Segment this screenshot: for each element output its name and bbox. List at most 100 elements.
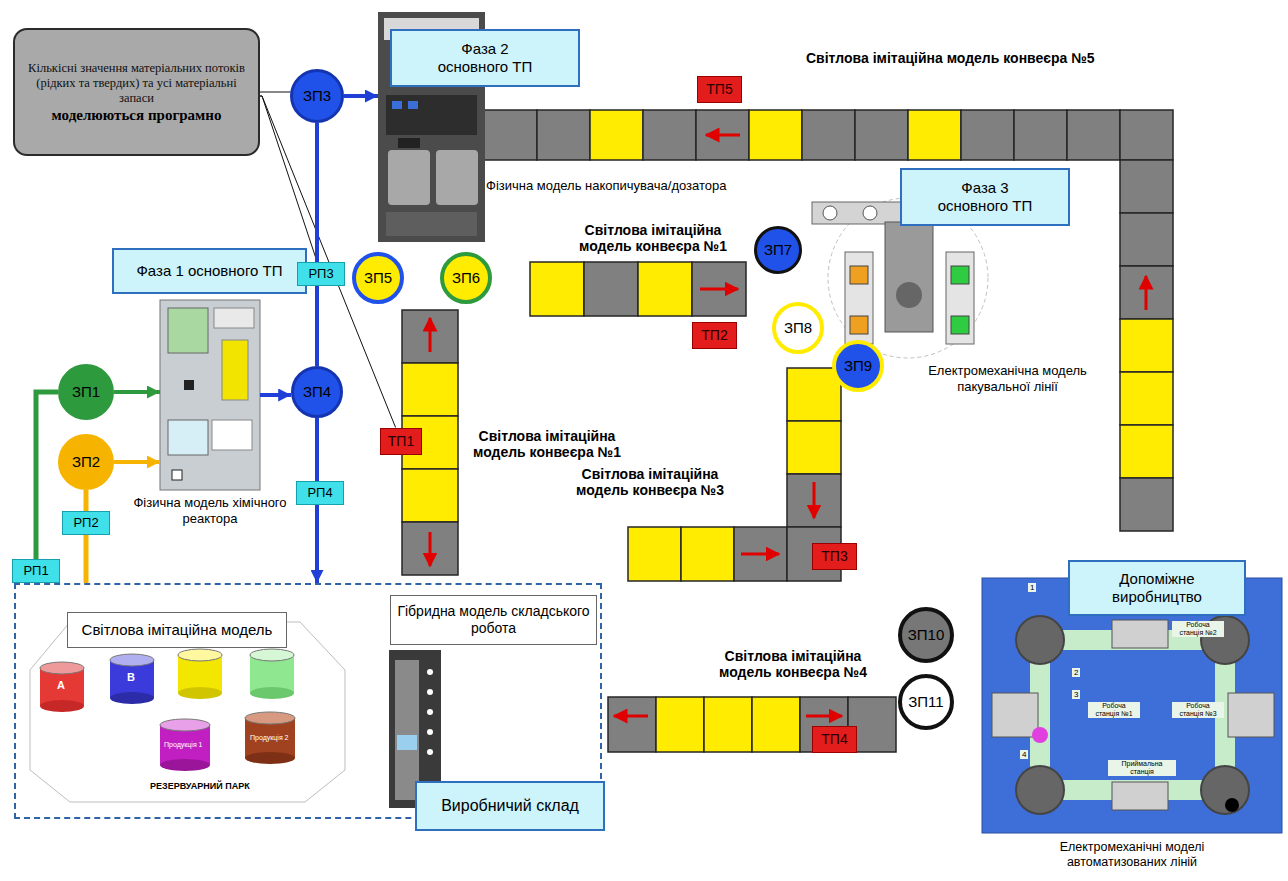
device-part: [392, 101, 402, 109]
direction-arrow: [700, 288, 738, 291]
device-part: [408, 101, 418, 109]
node-text: РП2: [73, 515, 98, 531]
node-text: Гібридна модель складського робота: [395, 603, 592, 637]
device-photo-area: Фізична модель накопичувача/дозатора: [378, 12, 485, 242]
conveyor-cell: [908, 110, 961, 160]
circle-shape: [900, 676, 952, 728]
circle-shape: [756, 228, 801, 273]
device-photo: [160, 300, 260, 490]
aux-wheel: [1016, 766, 1064, 814]
stock-circle: ЗП4: [291, 366, 343, 418]
conveyor-cell: [1120, 110, 1173, 160]
conveyor-cell: [537, 110, 590, 160]
conveyor-cell: [638, 262, 692, 316]
stock-circle: ЗП9: [832, 340, 884, 392]
tank-label: Продукція 1: [164, 741, 203, 749]
aux-station: [1228, 693, 1274, 737]
flow-pipe: [114, 390, 160, 394]
direction-arrow: [429, 532, 432, 566]
stock-circle: ЗП6: [440, 252, 492, 304]
robot-part: [427, 729, 433, 735]
model-box: Гібридна модель складського робота: [390, 595, 597, 645]
aux-wheel: [1201, 766, 1249, 814]
callout-number: 3: [1072, 690, 1080, 699]
flow-pipe: [315, 123, 319, 366]
tank-label: B: [127, 671, 135, 684]
stock-circle: ЗП7: [754, 226, 802, 274]
model-box: Світлова імітаційна модель: [67, 612, 287, 648]
conveyor-cell: [1120, 372, 1173, 425]
callout-number: 4: [1020, 750, 1028, 759]
conveyor-cell: [1014, 110, 1067, 160]
tank: [178, 649, 222, 661]
packaging-chute: [845, 252, 873, 344]
device-photo-area: Електромеханічна модель пакувальної ліні…: [808, 195, 1008, 355]
direction-arrow: [1145, 276, 1148, 310]
conveyor-cell: [696, 110, 749, 160]
tank-label: Продукція 2: [250, 734, 289, 742]
stock-circle: ЗП10: [898, 607, 954, 663]
device-part: [388, 150, 430, 205]
node-text: РП3: [308, 266, 333, 282]
flow-pipe: [260, 393, 291, 397]
node-text: Допоміжне виробництво: [1095, 570, 1220, 606]
station-label: Робоча станція №1: [1088, 702, 1140, 718]
aux-wheel: [1016, 616, 1064, 664]
phase-box: Допоміжне виробництво: [1068, 560, 1246, 616]
node-text: ЗП10: [908, 626, 945, 644]
tank-park-outline: [30, 622, 345, 802]
aux-ball: [1032, 727, 1048, 743]
device-part: [398, 138, 420, 148]
aux-track: [1040, 640, 1225, 790]
product-box: [850, 266, 868, 284]
conveyor-cell: [484, 110, 537, 160]
warehouse-region: Виробничий складСвітлова імітаційна моде…: [14, 583, 602, 819]
conveyor-cell: [590, 110, 643, 160]
flow-tag: РП4: [296, 481, 344, 505]
circle-shape: [834, 342, 882, 390]
conveyor-cell: [1120, 213, 1173, 266]
node-text: ТП2: [701, 327, 727, 344]
conveyor-cell: [800, 697, 848, 752]
circle-shape: [293, 368, 342, 417]
conveyor-label: Світлова імітаційна модель конвеєра №1: [466, 428, 628, 460]
product-box: [951, 266, 969, 284]
conveyor-cell: [681, 527, 734, 581]
park-label: РЕЗЕРВУАРНИЙ ПАРК: [150, 781, 250, 791]
flow-pipe: [344, 94, 378, 98]
conveyor-cell: [855, 110, 908, 160]
node-text: ЗП1: [72, 383, 100, 401]
conveyor-cell: [787, 421, 841, 474]
node-text: ТП3: [821, 548, 847, 565]
conveyor-cell: [643, 110, 696, 160]
conveyor-cell: [656, 697, 704, 752]
device-part: [214, 308, 254, 328]
node-text: ЗП11: [908, 693, 943, 711]
stock-circle: ЗП11: [898, 674, 954, 730]
packaging-part: [896, 282, 922, 308]
tank: [250, 687, 294, 699]
packaging-part: [823, 206, 837, 220]
conveyor-cell: [402, 310, 458, 363]
robot-part: [397, 735, 417, 750]
note-emphasis: моделюються програмно: [52, 106, 222, 124]
node-text: ТП1: [388, 433, 414, 450]
conveyor-cell: [704, 697, 752, 752]
phase-box: Фаза 3 основного ТП: [900, 168, 1070, 226]
node-text: Фаза 2 основного ТП: [424, 40, 546, 76]
conveyor-cell: [402, 469, 458, 522]
photo-caption: Електромеханічна модель пакувальної ліні…: [900, 363, 1115, 394]
conveyor-cell: [787, 368, 841, 421]
stock-circle: ЗП1: [58, 364, 114, 420]
process-tag: ТП4: [812, 726, 857, 753]
conveyor-cell: [1120, 266, 1173, 319]
node-text: ЗП8: [784, 319, 812, 337]
packaging-chute: [946, 252, 974, 344]
photo-caption: Електромеханічні моделі автоматизованих …: [1012, 840, 1252, 870]
station-label: Приймальна станція: [1108, 760, 1176, 776]
conveyor-cell: [628, 527, 681, 581]
circle-shape: [59, 435, 113, 489]
circle-shape: [59, 365, 113, 419]
region-title: Виробничий склад: [415, 781, 605, 831]
